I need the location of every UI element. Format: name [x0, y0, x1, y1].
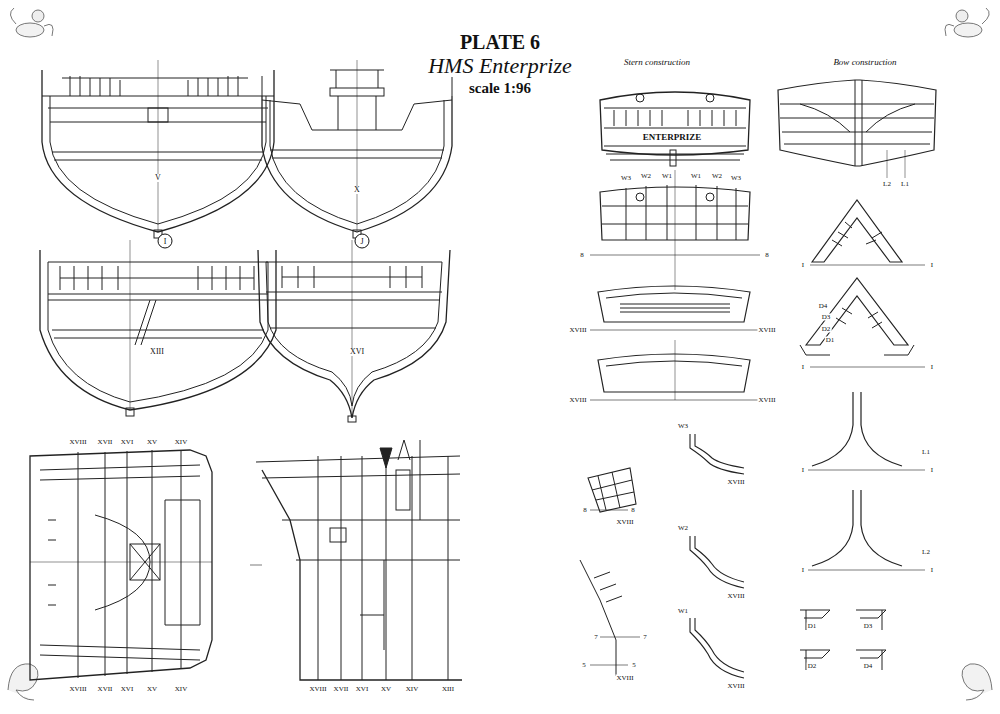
frame-label: W3	[730, 175, 742, 182]
frame-label: W3	[677, 423, 689, 430]
frame-label: D2	[821, 326, 832, 333]
station-letter: I	[164, 237, 167, 245]
plate-heading: scale 1:96	[468, 81, 532, 96]
knee-details	[800, 610, 886, 670]
frame-label: L1	[921, 449, 931, 456]
frame-label: XVIII	[726, 593, 745, 600]
frame-label: XVIII	[615, 675, 634, 682]
stern-elevation	[600, 92, 750, 166]
view-caption: Bow construction	[832, 58, 897, 67]
frame-label: V	[154, 174, 162, 182]
frame-label: 8	[764, 252, 770, 259]
frame-label: I	[801, 262, 805, 269]
frame-label: XIV	[174, 686, 188, 693]
frame-label: XVIII	[757, 327, 776, 334]
frame-label: XV	[146, 686, 158, 693]
frame-label: X	[353, 186, 361, 194]
frame-label: I	[801, 567, 805, 574]
hull-section-x	[262, 60, 452, 238]
hull-section-xiii	[40, 240, 276, 416]
dolphin-ornament	[8, 664, 992, 700]
frame-label: L1	[900, 181, 910, 188]
stern-profile	[250, 440, 462, 680]
frame-label: XIV	[174, 439, 188, 446]
deck-plan	[30, 450, 212, 680]
frame-label: XVIII	[726, 683, 745, 690]
frame-label: L2	[882, 181, 892, 188]
transom-frames	[590, 286, 760, 400]
frame-label: XV	[146, 439, 158, 446]
bow-elevation	[778, 80, 936, 178]
frame-label: D4	[863, 663, 874, 670]
frame-label: XVIII	[726, 479, 745, 486]
view-caption: Stern construction	[623, 58, 691, 67]
frame-label: W2	[640, 173, 652, 180]
frame-label: W1	[690, 173, 702, 180]
frame-label: XVIII	[568, 327, 587, 334]
frame-label: XV	[380, 686, 392, 693]
frame-label: D2	[807, 663, 818, 670]
hull-section-xvi	[258, 240, 450, 422]
frame-label: I	[930, 567, 934, 574]
plate-title: PLATE 6	[459, 32, 541, 52]
frame-label: I	[930, 262, 934, 269]
frame-label: XVIII	[615, 519, 634, 526]
frame-label: L2	[921, 549, 931, 556]
stern-frame	[590, 170, 760, 290]
frame-label: W3	[620, 175, 632, 182]
frame-label: 8	[579, 252, 585, 259]
view-caption: ENTERPRIZE	[642, 133, 703, 142]
plate-heading: HMS Enterprize	[427, 55, 573, 77]
frame-label: D1	[825, 337, 836, 344]
frame-label: XVIII	[68, 439, 87, 446]
frame-label: I	[801, 467, 805, 474]
frame-label: XVI	[355, 686, 369, 693]
frame-label: W2	[711, 173, 723, 180]
station-circle: I	[158, 234, 173, 249]
bow-frames	[800, 200, 925, 367]
frame-label: 8	[630, 507, 636, 514]
waterline-profiles	[690, 434, 744, 678]
station-circle: J	[355, 234, 370, 249]
stern-details	[580, 468, 640, 676]
frame-label: W2	[677, 525, 689, 532]
frame-label: 8	[582, 507, 588, 514]
frame-label: D3	[821, 314, 832, 321]
frame-label: XVIII	[757, 397, 776, 404]
frame-label: XIV	[405, 686, 419, 693]
frame-label: I	[801, 364, 805, 371]
station-letter: J	[360, 237, 363, 245]
stem-pieces	[808, 392, 925, 570]
frame-label: 5	[581, 662, 587, 669]
frame-label: XVI	[120, 686, 134, 693]
frame-label: XVIII	[308, 686, 327, 693]
frame-label: 7	[593, 634, 599, 641]
frame-label: XIII	[441, 686, 455, 693]
frame-label: D3	[863, 623, 874, 630]
frame-label: XVII	[333, 686, 350, 693]
frame-label: XIII	[149, 348, 165, 356]
frame-label: XVIII	[68, 686, 87, 693]
frame-label: W1	[661, 173, 673, 180]
frame-label: 7	[642, 634, 648, 641]
frame-label: XVI	[120, 439, 134, 446]
frame-label: W1	[677, 608, 689, 615]
frame-label: 5	[631, 662, 637, 669]
frame-label: D4	[818, 303, 829, 310]
frame-label: XVII	[97, 686, 114, 693]
frame-label: I	[930, 364, 934, 371]
frame-label: XVI	[349, 348, 365, 356]
frame-label: I	[930, 467, 934, 474]
frame-label: D1	[807, 623, 818, 630]
hull-section-v	[42, 60, 274, 238]
frame-label: XVII	[97, 439, 114, 446]
frame-label: XVIII	[568, 397, 587, 404]
